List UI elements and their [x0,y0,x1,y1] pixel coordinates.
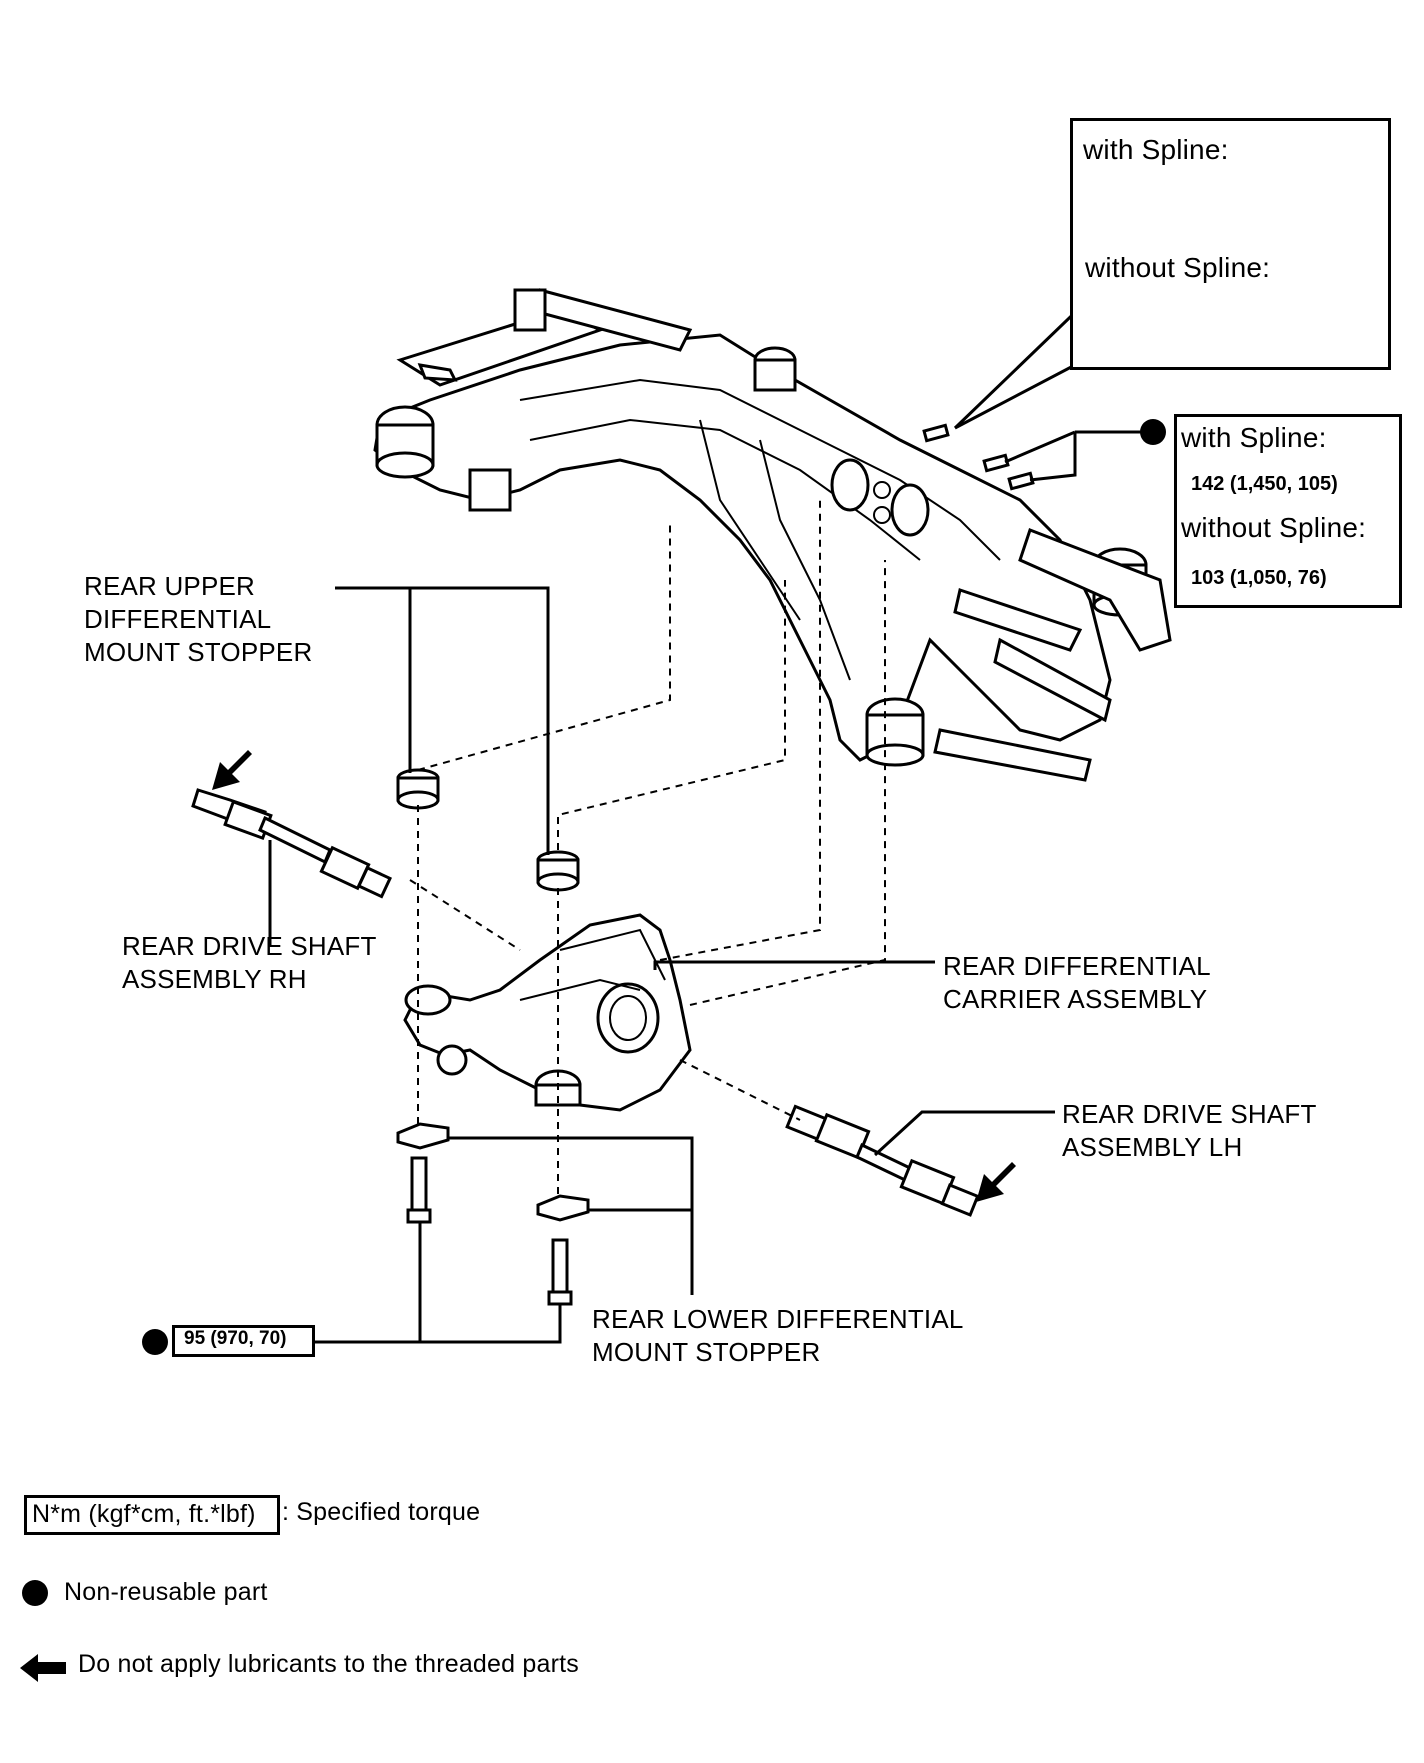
lower-bolt-torque-box: 95 (970, 70) [172,1325,315,1357]
with-spline-label: with Spline: [1083,134,1229,165]
rear-lower-mount-stoppers [396,1122,590,1222]
non-reusable-dot-icon [142,1329,168,1355]
rear-lower-mount-stopper-label: REAR LOWER DIFFERENTIAL MOUNT STOPPER [592,1304,964,1367]
rear-upper-mount-stopper-label: REAR UPPER DIFFERENTIAL MOUNT STOPPER [84,571,313,667]
without-spline-label: without Spline: [1181,512,1367,543]
torque-units: N*m (kgf*cm, ft.*lbf) [32,1500,256,1528]
alignment-lines [409,500,886,1195]
rear-upper-mount-stoppers [396,768,580,892]
no-lubricant-arrow-lh-icon [976,1162,1016,1202]
without-spline-label: without Spline: [1085,252,1271,283]
lower-bolt-torque: 95 (970, 70) [184,1328,287,1349]
drive-shaft-lh-drawing [785,1104,980,1217]
torque-legend-box: N*m (kgf*cm, ft.*lbf) [24,1495,280,1535]
label-leaders [268,586,1055,1344]
rear-drive-shaft-rh-label: REAR DRIVE SHAFT ASSEMBLY RH [122,931,377,994]
with-spline-torque: 142 (1,450, 105) [1191,473,1338,495]
differential-carrier-drawing [403,913,692,1112]
non-reusable-dot-icon [1140,419,1166,445]
member-bolt-torque-callout: with Spline: 142 (1,450, 105) without Sp… [1174,414,1402,608]
non-reusable-dot-icon [22,1580,48,1606]
non-reusable-legend-text: Non-reusable part [64,1578,268,1606]
rear-differential-carrier-label: REAR DIFFERENTIAL CARRIER ASSEMBLY [943,951,1211,1014]
lower-mount-bolts [406,1156,573,1306]
no-lubricant-arrow-rh-icon [212,750,252,790]
rear-suspension-member [373,288,1172,782]
torque-legend-description: : Specified torque [282,1498,481,1526]
spline-type-callout: with Spline: without Spline: [1070,118,1391,370]
without-spline-torque: 103 (1,050, 76) [1191,567,1327,589]
drive-shaft-rh-drawing [191,788,393,899]
with-spline-label: with Spline: [1181,422,1327,453]
rear-drive-shaft-lh-label: REAR DRIVE SHAFT ASSEMBLY LH [1062,1099,1317,1162]
no-lubricant-legend-text: Do not apply lubricants to the threaded … [78,1650,579,1678]
no-lubricant-arrow-icon [20,1654,66,1682]
